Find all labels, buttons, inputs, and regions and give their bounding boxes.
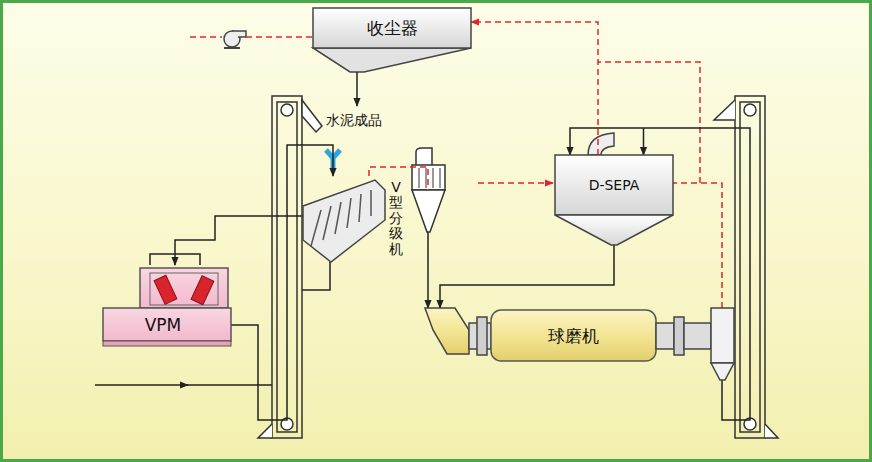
air-lines-part [478,182,553,184]
exhaust-fan-part [190,36,222,38]
flow-line [231,145,333,420]
ball-mill-outline [684,323,711,349]
exhaust-fan-part [246,36,313,38]
collector-hopper-part [356,72,358,106]
fresh-feed-line [95,385,272,386]
roller-press-outline [103,308,231,341]
roller-press-outline [154,275,177,304]
product-label: 水泥成品 [326,112,382,130]
flow-connector [231,145,333,420]
cyclone-part [419,168,440,188]
fresh-feed-line-part [95,384,188,386]
ball-mill-outline [491,310,656,361]
ball-mill-outline [711,308,734,363]
exhaust-fan [190,31,313,48]
roller-press-outline [150,273,218,305]
dust-collector: 收尘器 [313,8,471,48]
v-classifier-outline [311,190,371,246]
flow-connector [471,22,598,155]
right-bucket-elevator-part [744,104,756,116]
flow-connector [440,245,614,308]
separator-air-duct [588,133,614,155]
roller-press-outline [140,268,228,308]
node-label: 球磨机 [548,326,599,346]
ball-mill-outline [711,363,734,380]
cyclone-part [412,165,445,190]
collector-hopper [313,48,471,106]
cyclone-part [412,190,445,232]
v-classifier-outline [303,180,385,262]
separator-shape [555,155,673,245]
ball-mill-outline [425,308,469,354]
flow-line [440,245,614,308]
classifier-return-line [302,262,330,290]
ball-mill-outline [656,323,674,349]
left-bucket-elevator-part [281,104,293,116]
flow-connector [175,216,303,265]
left-bucket-elevator [258,96,322,438]
ball-mill: 球磨机 [425,308,740,363]
separator-outline [555,155,673,215]
right-bucket-elevator-part [765,424,778,438]
flow-line [427,232,429,308]
ball-mill-outline [477,317,487,355]
air-lines [478,62,722,308]
collector-hopper-part [313,48,471,72]
roller-press-outline [103,341,231,346]
classifier-return-line-part [302,262,330,290]
right-bucket-elevator [714,96,778,438]
v-classifier: V型分级机 [303,176,407,268]
ball-mill-outline [674,317,684,355]
exhaust-fan-part [232,31,246,37]
node-label: V型分级机 [389,180,403,257]
left-bucket-elevator-part [258,424,272,438]
cyclone-part [416,148,432,165]
separator-feed-line [570,128,643,155]
node-label: D-SEPA [589,177,640,194]
separator: D-SEPA [555,155,673,245]
roller-press: VPM [103,265,231,347]
air-lines-part [673,183,722,308]
flow-line [471,22,598,155]
exhaust-fan-part [224,47,240,49]
left-bucket-elevator-part [302,100,322,132]
roller-press-outline [191,276,214,305]
right-bucket-elevator-part [714,100,735,120]
separator-air-duct-part [588,133,614,155]
fresh-feed-line-part [186,384,272,386]
node-label: VPM [145,315,182,335]
node-label: 收尘器 [367,18,418,38]
separator-feed-line-part [570,128,643,155]
dust-collector-outline [313,8,471,48]
separator-outline [555,215,673,245]
flow-line [175,216,303,265]
